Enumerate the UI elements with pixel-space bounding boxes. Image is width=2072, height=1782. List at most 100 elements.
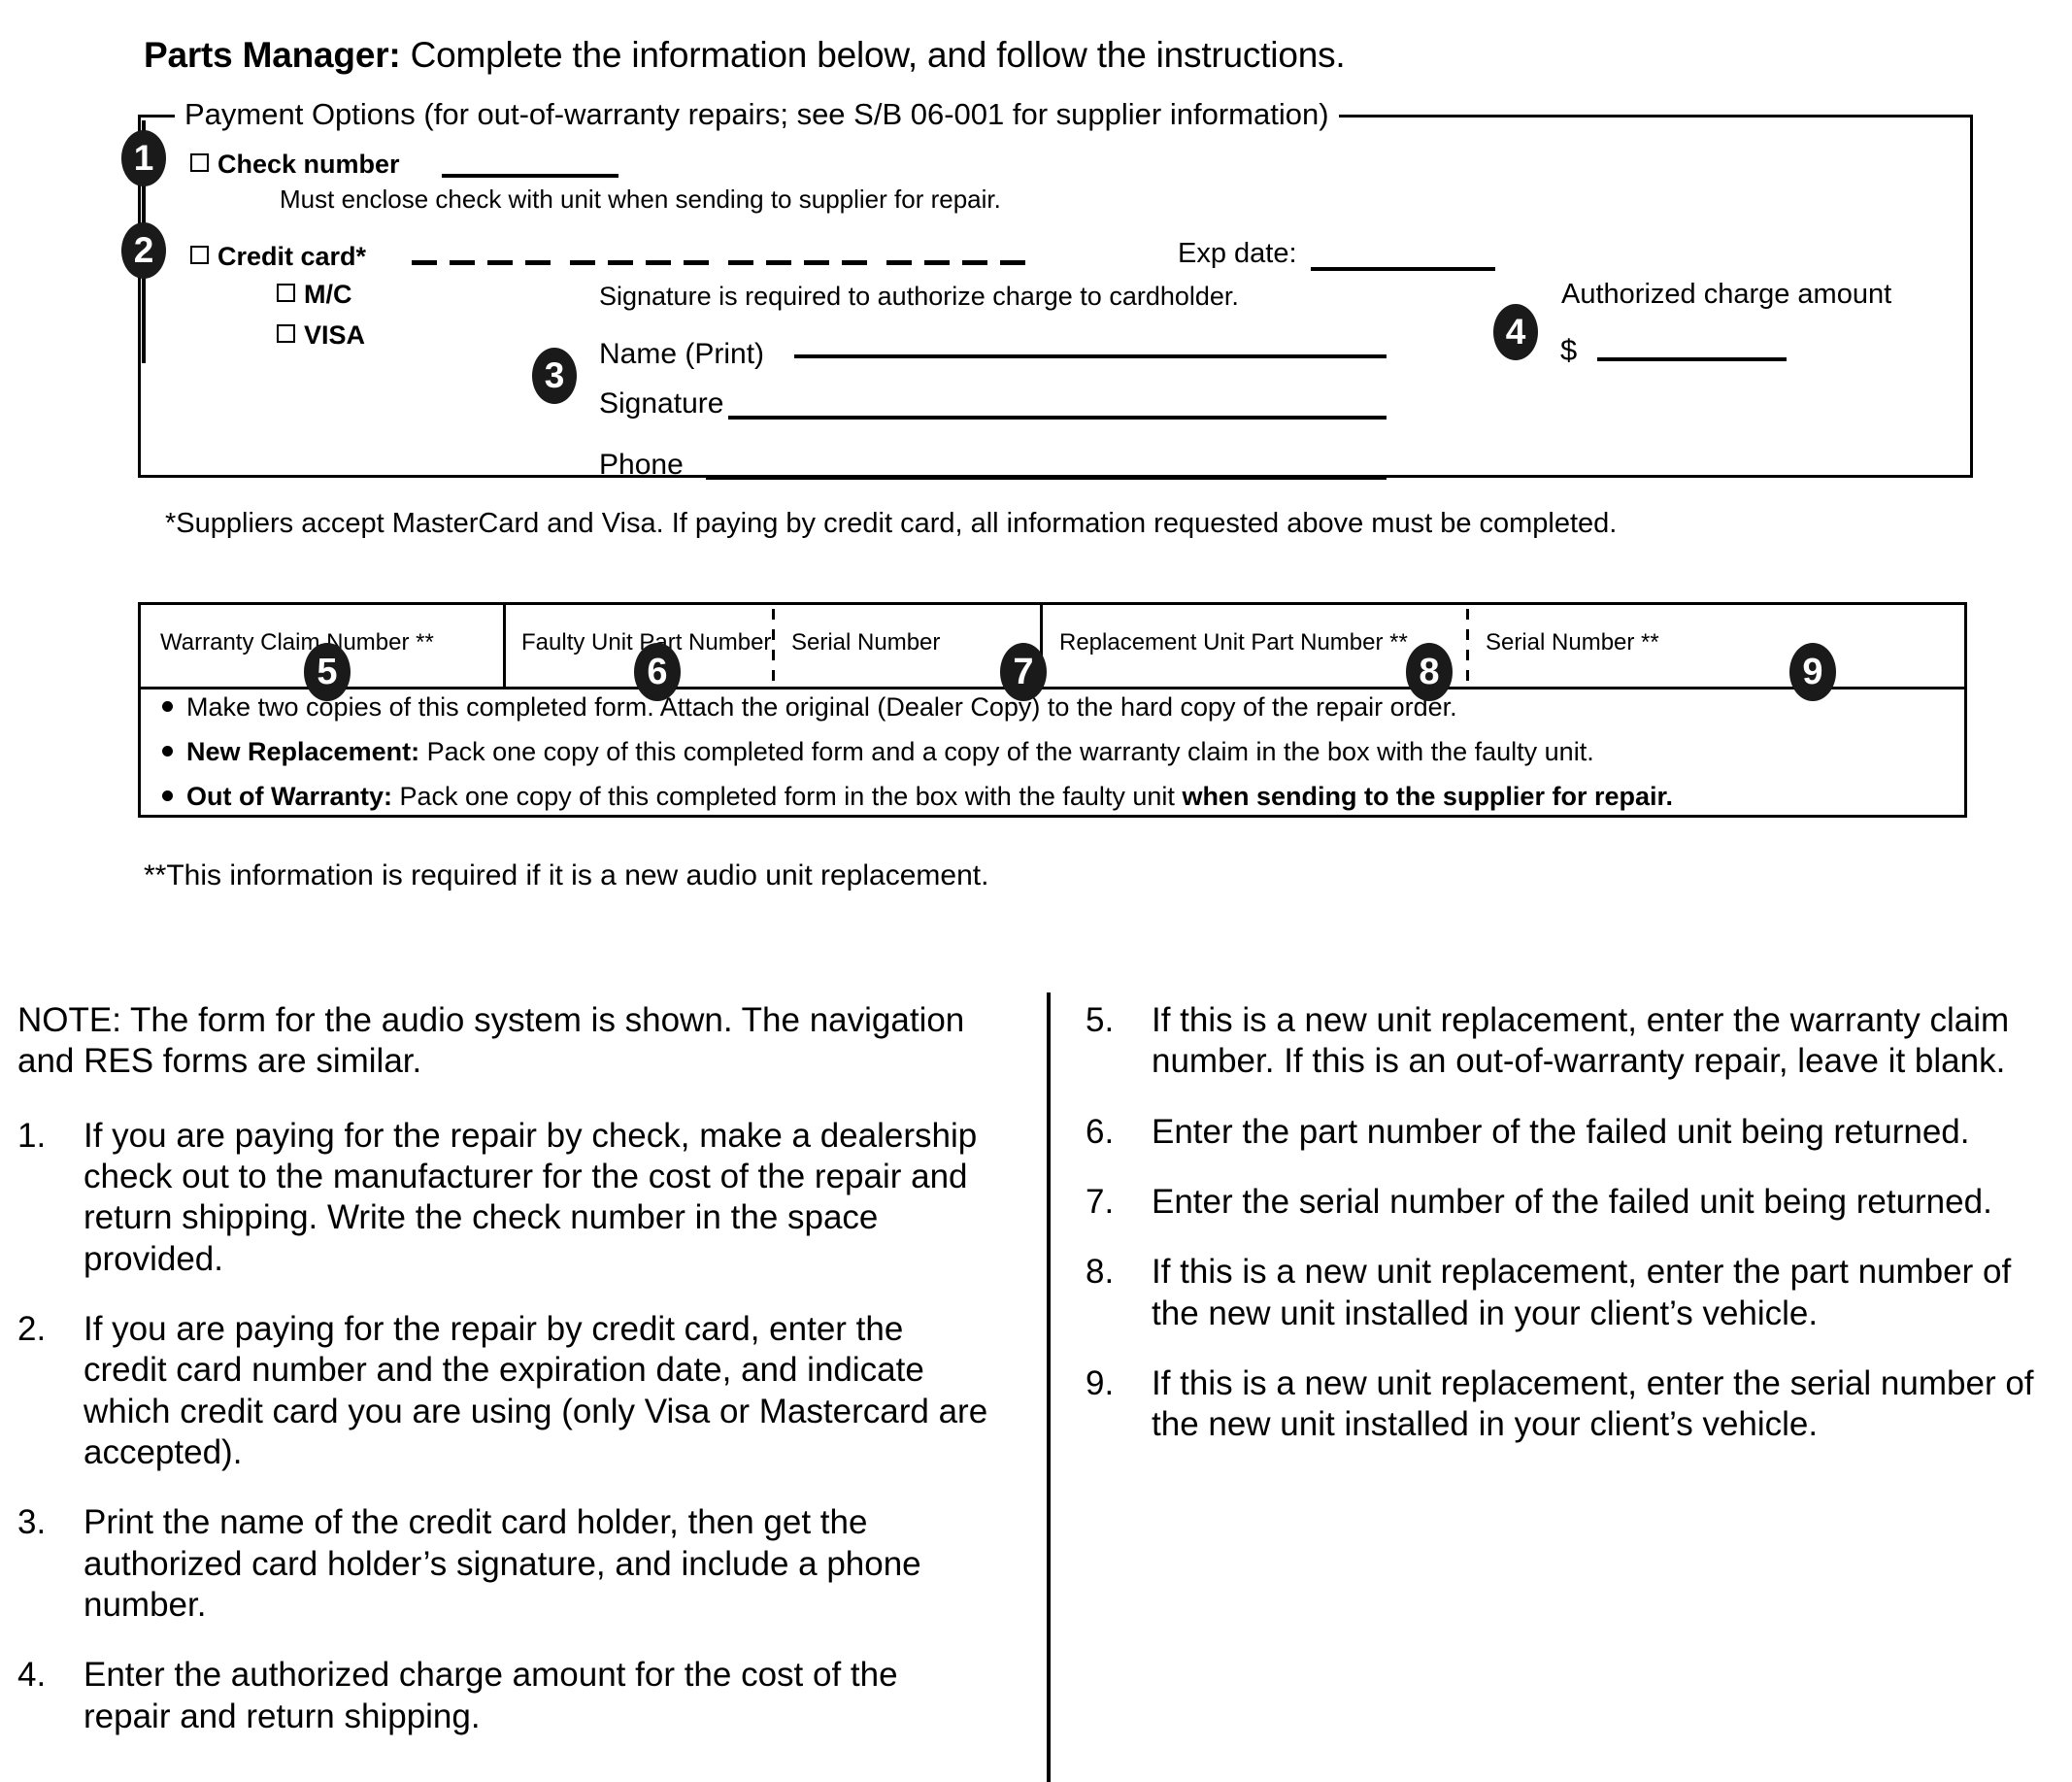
check-number-row: Check number (190, 150, 400, 180)
callout-6: 6 (634, 643, 681, 701)
list-item: New Replacement: Pack one copy of this c… (162, 737, 1594, 767)
check-number-input-line[interactable] (442, 174, 618, 178)
card-digit-blank[interactable] (487, 260, 513, 265)
card-digit-blank[interactable] (525, 260, 551, 265)
column-header-replacement-unit-part-number: Replacement Unit Part Number ** (1059, 629, 1408, 656)
credit-card-number-input[interactable] (412, 260, 1025, 265)
card-digit-blank[interactable] (924, 260, 950, 265)
column-header-warranty-claim-number: Warranty Claim Number ** (160, 629, 434, 656)
list-item-number: 6. (1086, 1112, 1115, 1151)
list-item-text: If this is a new unit replacement, enter… (1152, 1001, 2010, 1081)
name-print-label: Name (Print) (599, 338, 765, 370)
list-item-number: 7. (1086, 1183, 1115, 1222)
bullet-text: Pack one copy of this completed form in … (392, 782, 1183, 811)
signature-input-line[interactable] (728, 416, 1387, 420)
card-digit-blank[interactable] (684, 260, 709, 265)
mc-label: M/C (304, 280, 352, 309)
list-item-number: 4. (17, 1656, 47, 1695)
authorized-charge-input-line[interactable] (1597, 357, 1787, 361)
card-digit-blank[interactable] (450, 260, 475, 265)
card-digit-blank[interactable] (886, 260, 912, 265)
callout-5: 5 (304, 643, 351, 701)
credit-card-row: Credit card* (190, 242, 366, 272)
column-header-serial-number-replacement: Serial Number ** (1486, 629, 1659, 656)
check-enclose-note: Must enclose check with unit when sendin… (280, 185, 1001, 214)
callout-2: 2 (121, 222, 166, 279)
claim-table-instructions: Make two copies of this completed form. … (141, 690, 1964, 811)
instruction-list-left: 1. If you are paying for the repair by c… (17, 1116, 988, 1737)
phone-input-line[interactable] (706, 476, 1387, 480)
double-star-note: **This information is required if it is … (144, 859, 989, 891)
card-digit-group[interactable] (412, 260, 551, 265)
column-divider-dashed (772, 609, 775, 683)
list-item: 8. If this is a new unit replacement, en… (1086, 1252, 2056, 1334)
visa-row: VISA (277, 320, 365, 351)
list-item: 7. Enter the serial number of the failed… (1086, 1182, 2056, 1223)
list-item-text: Print the name of the credit card holder… (84, 1503, 921, 1625)
list-item: 3. Print the name of the credit card hol… (17, 1502, 988, 1626)
list-item-number: 3. (17, 1503, 47, 1542)
card-digit-group[interactable] (570, 260, 709, 265)
card-digit-group[interactable] (886, 260, 1025, 265)
exp-date-input-line[interactable] (1311, 267, 1495, 271)
bullet-dot (162, 746, 173, 757)
bullet-text: Make two copies of this completed form. … (186, 692, 1457, 722)
instructions-left-column: NOTE: The form for the audio system is s… (17, 1000, 988, 1766)
exp-date-label: Exp date: (1178, 238, 1297, 269)
list-item: Out of Warranty: Pack one copy of this c… (162, 782, 1673, 812)
signature-label: Signature (599, 387, 724, 420)
note-prefix: NOTE: (17, 1001, 121, 1039)
list-item-number: 5. (1086, 1001, 1115, 1039)
callout-1: 1 (121, 130, 166, 186)
column-header-serial-number-faulty: Serial Number (791, 629, 941, 656)
credit-card-label: Credit card* (217, 242, 367, 271)
card-digit-blank[interactable] (804, 260, 829, 265)
payment-options-legend: Payment Options (for out-of-warranty rep… (175, 97, 1339, 132)
list-item-number: 8. (1086, 1253, 1115, 1292)
column-divider (503, 605, 506, 687)
visa-label: VISA (304, 320, 366, 350)
callout-9: 9 (1789, 643, 1836, 701)
callout-4: 4 (1493, 304, 1538, 360)
supplier-card-note: *Suppliers accept MasterCard and Visa. I… (165, 508, 1618, 539)
card-digit-blank[interactable] (412, 260, 437, 265)
list-item-number: 1. (17, 1116, 47, 1155)
column-divider (1040, 605, 1043, 687)
list-item-number: 2. (17, 1310, 47, 1349)
card-digit-blank[interactable] (570, 260, 595, 265)
callout-3: 3 (532, 348, 577, 404)
instructions-right-column: 5. If this is a new unit replacement, en… (1086, 1000, 2056, 1475)
claim-info-table: Warranty Claim Number ** Faulty Unit Par… (138, 602, 1967, 818)
card-digit-blank[interactable] (728, 260, 753, 265)
list-item-text: If you are paying for the repair by cred… (84, 1310, 988, 1472)
authorized-charge-label: Authorized charge amount (1561, 279, 1892, 310)
callout-7: 7 (1000, 643, 1047, 701)
visa-checkbox[interactable] (277, 324, 295, 343)
card-digit-blank[interactable] (646, 260, 671, 265)
list-item: 6. Enter the part number of the failed u… (1086, 1112, 2056, 1153)
list-item-text: If you are paying for the repair by chec… (84, 1116, 978, 1278)
phone-label: Phone (599, 449, 684, 481)
card-digit-blank[interactable] (842, 260, 867, 265)
card-digit-blank[interactable] (766, 260, 791, 265)
bullet-lead-bold: New Replacement: (186, 737, 420, 766)
list-item: 9. If this is a new unit replacement, en… (1086, 1363, 2056, 1446)
list-item-number: 9. (1086, 1364, 1115, 1403)
mc-row: M/C (277, 280, 352, 310)
signature-required-note: Signature is required to authorize charg… (599, 282, 1239, 311)
card-digit-blank[interactable] (608, 260, 633, 265)
list-item-text: Enter the part number of the failed unit… (1152, 1112, 1970, 1151)
claim-table-header-row: Warranty Claim Number ** Faulty Unit Par… (141, 605, 1964, 687)
instruction-list-right: 5. If this is a new unit replacement, en… (1086, 1000, 2056, 1446)
credit-card-checkbox[interactable] (190, 246, 209, 264)
bullet-dot (162, 790, 173, 801)
card-digit-blank[interactable] (962, 260, 987, 265)
check-number-checkbox[interactable] (190, 153, 209, 172)
name-print-input-line[interactable] (794, 354, 1387, 358)
card-digit-group[interactable] (728, 260, 867, 265)
mc-checkbox[interactable] (277, 284, 295, 302)
list-item-text: Enter the serial number of the failed un… (1152, 1183, 1992, 1222)
list-item-text: If this is a new unit replacement, enter… (1152, 1364, 2034, 1444)
check-number-label: Check number (217, 150, 400, 179)
card-digit-blank[interactable] (1000, 260, 1025, 265)
